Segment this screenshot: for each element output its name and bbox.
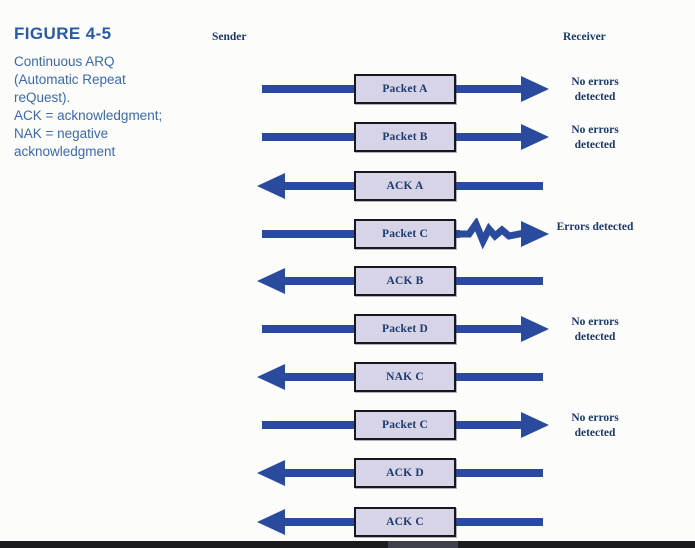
- sender-column-label: Sender: [212, 31, 247, 43]
- packet-label: ACK D: [386, 467, 424, 479]
- arrow-left-icon: [257, 173, 285, 199]
- packet-label: ACK B: [386, 275, 424, 287]
- packet-row: Packet B No errors detected: [0, 121, 695, 153]
- error-squiggle-icon: [456, 218, 524, 250]
- page-divider-segment: [388, 541, 458, 548]
- packet-box: Packet D: [354, 314, 456, 344]
- caption-line: Continuous ARQ: [14, 54, 115, 69]
- arrow-left-icon: [257, 509, 285, 535]
- figure-caption: Continuous ARQ (Automatic Repeat reQuest…: [14, 53, 199, 161]
- arrow-right-icon: [521, 76, 549, 102]
- packet-row: ACK B: [0, 265, 695, 297]
- packet-row: Packet C Errors detected: [0, 218, 695, 250]
- packet-row: ACK A: [0, 170, 695, 202]
- arrow-right-icon: [521, 412, 549, 438]
- packet-box: Packet B: [354, 122, 456, 152]
- caption-line: ACK = acknowledgment;: [14, 108, 163, 123]
- receiver-column-label: Receiver: [563, 31, 606, 43]
- packet-label: ACK A: [386, 180, 424, 192]
- packet-box: ACK A: [354, 171, 456, 201]
- packet-row: NAK C: [0, 361, 695, 393]
- packet-row: Packet C No errors detected: [0, 409, 695, 441]
- arrow-right-icon: [521, 124, 549, 150]
- packet-box: Packet A: [354, 74, 456, 104]
- status-text: No errors detected: [571, 76, 619, 103]
- caption-line: acknowledgment: [14, 144, 116, 159]
- packet-label: Packet C: [382, 419, 428, 431]
- packet-label: Packet C: [382, 228, 428, 240]
- packet-label: NAK C: [386, 371, 424, 383]
- packet-row: Packet A No errors detected: [0, 73, 695, 105]
- caption-line: reQuest).: [14, 90, 71, 105]
- packet-box: Packet C: [354, 410, 456, 440]
- packet-label: Packet D: [382, 323, 428, 335]
- caption-line: (Automatic Repeat: [14, 72, 126, 87]
- caption-line: NAK = negative: [14, 126, 109, 141]
- arrow-left-icon: [257, 364, 285, 390]
- packet-row: Packet D No errors detected: [0, 313, 695, 345]
- figure-number: FIGURE 4-5: [14, 24, 112, 43]
- packet-row: ACK D: [0, 457, 695, 489]
- packet-label: Packet B: [382, 131, 428, 143]
- packet-box: Packet C: [354, 219, 456, 249]
- status-text: No errors detected: [571, 412, 619, 439]
- status-text: No errors detected: [571, 316, 619, 343]
- packet-box: ACK D: [354, 458, 456, 488]
- status-text: No errors detected: [571, 124, 619, 151]
- arrow-left-icon: [257, 460, 285, 486]
- page-divider: [0, 541, 695, 548]
- packet-label: Packet A: [382, 83, 428, 95]
- arrow-left-icon: [257, 268, 285, 294]
- packet-label: ACK C: [386, 516, 424, 528]
- packet-box: NAK C: [354, 362, 456, 392]
- packet-box: ACK C: [354, 507, 456, 537]
- status-text: Errors detected: [556, 221, 634, 233]
- arrow-right-icon: [521, 221, 549, 247]
- packet-row: ACK C: [0, 506, 695, 538]
- figure-caption-panel: FIGURE 4-5 Continuous ARQ (Automatic Rep…: [14, 24, 199, 161]
- arrow-right-icon: [521, 316, 549, 342]
- packet-box: ACK B: [354, 266, 456, 296]
